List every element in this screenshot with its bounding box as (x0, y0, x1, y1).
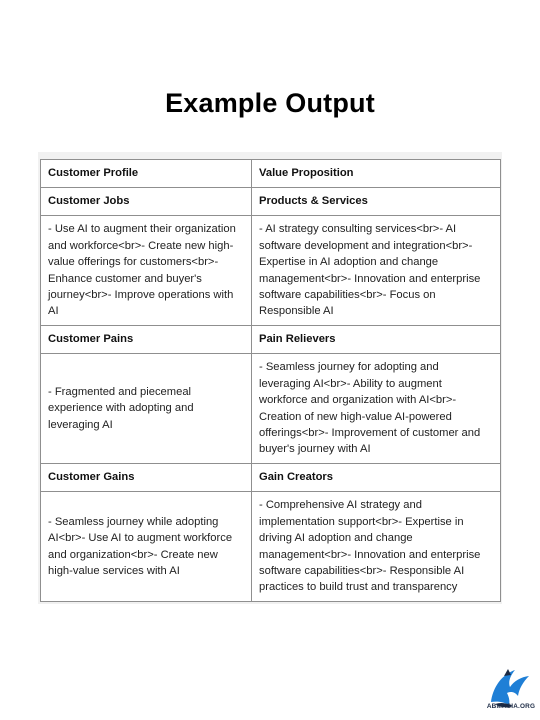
customer-jobs-label: Customer Jobs (40, 187, 252, 216)
table-container: Customer Profile Value Proposition Custo… (38, 152, 502, 604)
pain-relievers-label: Pain Relievers (251, 325, 501, 354)
customer-pains-text: - Fragmented and piecemeal experience wi… (40, 353, 252, 464)
section-label-row: Customer Gains Gain Creators (40, 463, 501, 492)
customer-pains-label: Customer Pains (40, 325, 252, 354)
customer-gains-label: Customer Gains (40, 463, 252, 492)
products-services-text: - AI strategy consulting services<br>- A… (251, 215, 501, 326)
pain-relievers-text: - Seamless journey for adopting and leve… (251, 353, 501, 464)
value-proposition-table: Customer Profile Value Proposition Custo… (40, 159, 501, 602)
products-services-label: Products & Services (251, 187, 501, 216)
section-content-row: - Fragmented and piecemeal experience wi… (40, 353, 501, 464)
watermark-text: ABMASIA.ORG (486, 703, 536, 710)
section-content-row: - Use AI to augment their organization a… (40, 215, 501, 326)
customer-profile-header: Customer Profile (40, 159, 252, 188)
section-content-row: - Seamless journey while adopting AI<br>… (40, 491, 501, 602)
abmasia-logo-icon (491, 669, 529, 708)
gain-creators-text: - Comprehensive AI strategy and implemen… (251, 491, 501, 602)
page-title: Example Output (165, 88, 375, 118)
table-header-row: Customer Profile Value Proposition (40, 159, 501, 188)
section-label-row: Customer Pains Pain Relievers (40, 325, 501, 354)
value-proposition-header: Value Proposition (251, 159, 501, 188)
customer-gains-text: - Seamless journey while adopting AI<br>… (40, 491, 252, 602)
customer-jobs-text: - Use AI to augment their organization a… (40, 215, 252, 326)
gain-creators-label: Gain Creators (251, 463, 501, 492)
section-label-row: Customer Jobs Products & Services (40, 187, 501, 216)
